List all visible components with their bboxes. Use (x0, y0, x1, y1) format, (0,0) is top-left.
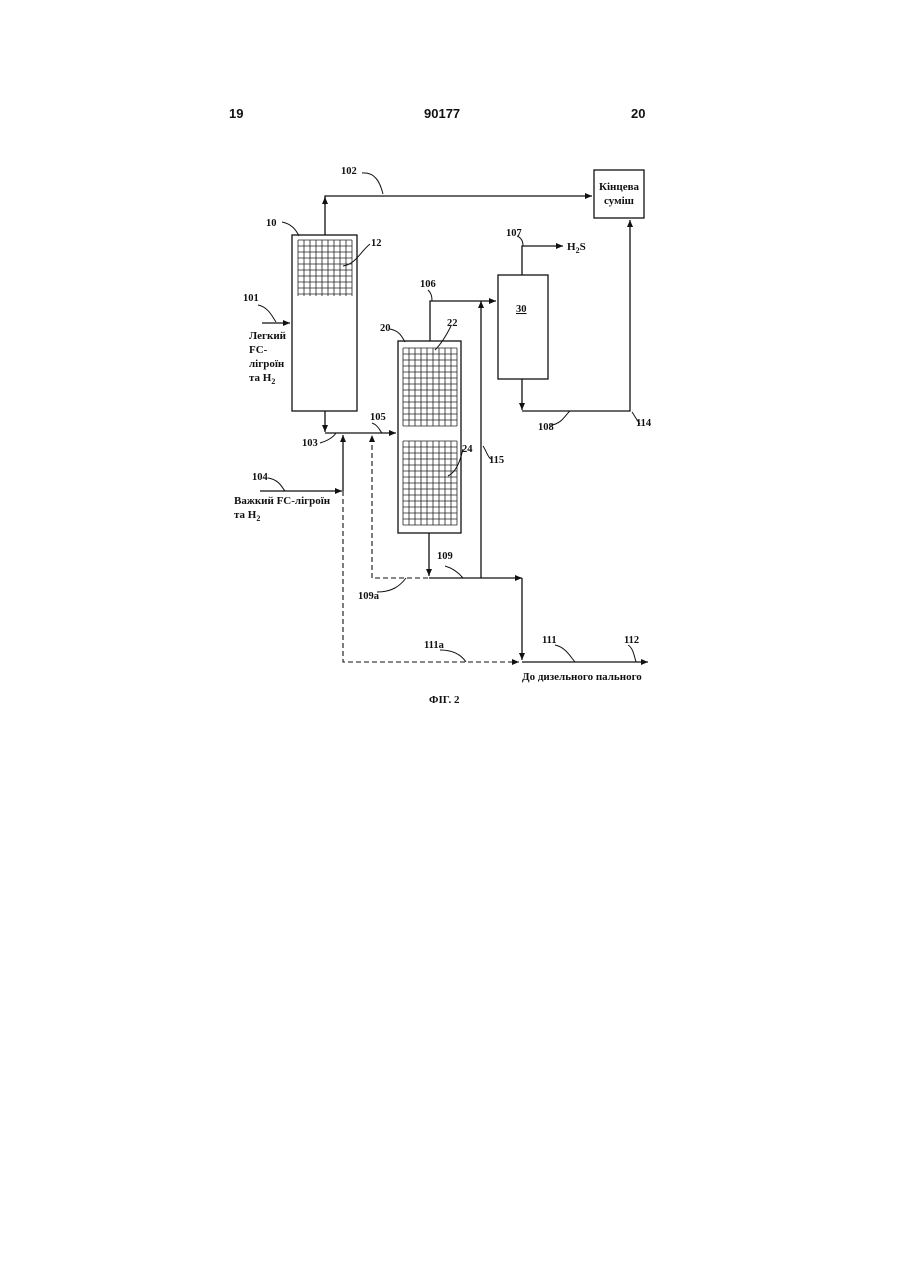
reactor-10 (292, 235, 357, 411)
stream-106-line (430, 301, 496, 341)
label-12: 12 (371, 238, 382, 249)
label-104: 104 (252, 472, 269, 483)
label-108: 108 (538, 422, 554, 433)
heavy-feed-line2: та H2 (234, 509, 260, 523)
light-feed-line1: Легкий (249, 330, 287, 342)
final-blend-box (594, 170, 644, 218)
leader-112 (628, 645, 636, 662)
final-blend-line1: Кінцева (599, 181, 640, 193)
label-20: 20 (380, 323, 391, 334)
leader-102 (362, 173, 383, 194)
label-30: 30 (516, 304, 527, 315)
label-109a: 109a (358, 591, 380, 602)
final-blend-line2: суміш (604, 195, 634, 207)
leader-103 (320, 433, 336, 443)
leader-111 (555, 645, 575, 662)
leader-109a (377, 578, 406, 592)
label-22: 22 (447, 318, 458, 329)
leader-106 (428, 290, 432, 301)
label-114: 114 (636, 418, 652, 429)
light-feed-line4: та H2 (249, 372, 275, 386)
label-24: 24 (462, 444, 473, 455)
leader-20 (390, 329, 405, 342)
diesel-output-label: До дизельного пального (522, 671, 642, 683)
label-103: 103 (302, 438, 318, 449)
stream-102-line (325, 196, 592, 235)
stream-107-line (522, 246, 563, 275)
label-10: 10 (266, 218, 277, 229)
leader-101 (258, 305, 276, 322)
label-112: 112 (624, 635, 639, 646)
leader-10 (282, 222, 299, 236)
separator-30 (498, 275, 548, 379)
leader-108 (551, 411, 570, 425)
label-115: 115 (489, 455, 504, 466)
heavy-feed-line1: Важкий FC-лігроїн (234, 495, 331, 507)
leader-111a (440, 650, 466, 662)
light-feed-line3: лігроїн (249, 358, 285, 370)
label-109: 109 (437, 551, 453, 562)
leader-105 (372, 423, 382, 433)
leader-104 (268, 478, 285, 491)
reactor-20 (398, 341, 461, 533)
figure-caption: ФІГ. 2 (429, 694, 460, 706)
leader-109 (445, 566, 463, 578)
h2s-label: H2S (567, 241, 586, 255)
label-107: 107 (506, 228, 522, 239)
light-feed-line2: FC- (249, 344, 268, 356)
label-102: 102 (341, 166, 357, 177)
label-105: 105 (370, 412, 386, 423)
label-111a: 111a (424, 640, 445, 651)
label-101: 101 (243, 293, 259, 304)
label-111: 111 (542, 635, 557, 646)
label-106: 106 (420, 279, 436, 290)
